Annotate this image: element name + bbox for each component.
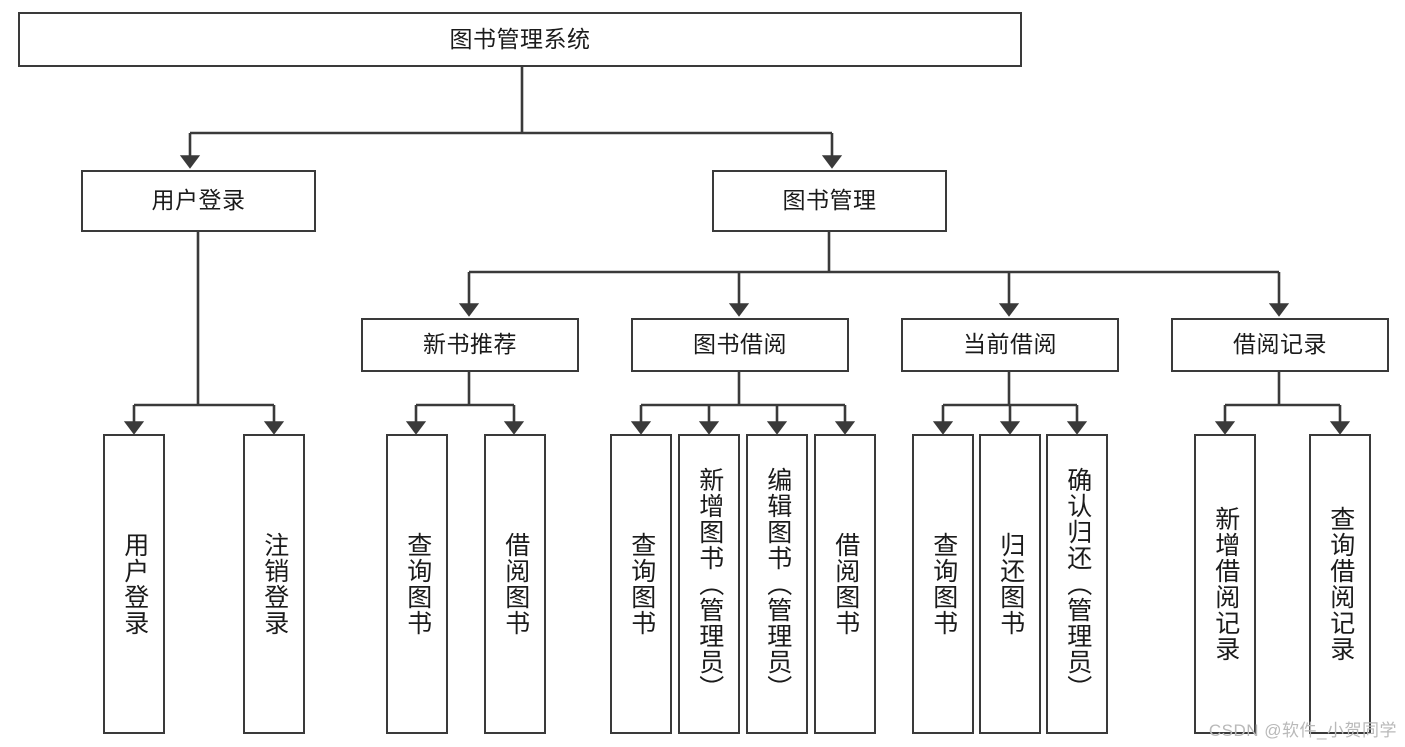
node-current-borrow[interactable]: 当前借阅 [901,318,1119,372]
node-borrow-record-label: 借阅记录 [1233,331,1327,358]
node-leaf-borrow-book-2[interactable]: 借阅图书 [814,434,876,734]
node-current-borrow-label: 当前借阅 [963,331,1057,358]
node-leaf-query-book-1[interactable]: 查询图书 [386,434,448,734]
node-leaf-borrow-book-2-label: 借阅图书 [831,532,860,636]
node-leaf-return-book[interactable]: 归还图书 [979,434,1041,734]
node-leaf-user-login-label: 用户登录 [120,532,149,636]
node-leaf-borrow-book-1-label: 借阅图书 [501,532,530,636]
node-leaf-confirm-return[interactable]: 确认归还（管理员） [1046,434,1108,734]
node-leaf-user-logout-label: 注销登录 [260,532,289,636]
node-leaf-query-record-label: 查询借阅记录 [1326,506,1355,662]
node-user-login-label: 用户登录 [151,187,246,214]
node-leaf-return-book-label: 归还图书 [996,532,1025,636]
node-leaf-add-book-label: 新增图书（管理员） [695,467,724,701]
node-borrow-record[interactable]: 借阅记录 [1171,318,1389,372]
node-book-manage-label: 图书管理 [782,187,877,214]
node-leaf-edit-book[interactable]: 编辑图书（管理员） [746,434,808,734]
node-new-book-rec-label: 新书推荐 [423,331,517,358]
node-book-manage[interactable]: 图书管理 [712,170,947,232]
node-root[interactable]: 图书管理系统 [18,12,1022,67]
node-leaf-add-book[interactable]: 新增图书（管理员） [678,434,740,734]
node-leaf-add-record[interactable]: 新增借阅记录 [1194,434,1256,734]
node-leaf-borrow-book-1[interactable]: 借阅图书 [484,434,546,734]
node-leaf-user-logout[interactable]: 注销登录 [243,434,305,734]
node-book-borrow[interactable]: 图书借阅 [631,318,849,372]
node-leaf-add-record-label: 新增借阅记录 [1211,506,1240,662]
node-leaf-user-login[interactable]: 用户登录 [103,434,165,734]
node-leaf-confirm-return-label: 确认归还（管理员） [1063,467,1092,701]
node-leaf-query-book-2-label: 查询图书 [627,532,656,636]
node-new-book-rec[interactable]: 新书推荐 [361,318,579,372]
node-leaf-query-record[interactable]: 查询借阅记录 [1309,434,1371,734]
node-root-label: 图书管理系统 [449,25,591,52]
node-book-borrow-label: 图书借阅 [693,331,787,358]
node-user-login[interactable]: 用户登录 [81,170,316,232]
node-leaf-query-book-2[interactable]: 查询图书 [610,434,672,734]
node-leaf-query-book-3[interactable]: 查询图书 [912,434,974,734]
node-leaf-query-book-3-label: 查询图书 [929,532,958,636]
node-leaf-edit-book-label: 编辑图书（管理员） [763,467,792,701]
node-leaf-query-book-1-label: 查询图书 [403,532,432,636]
